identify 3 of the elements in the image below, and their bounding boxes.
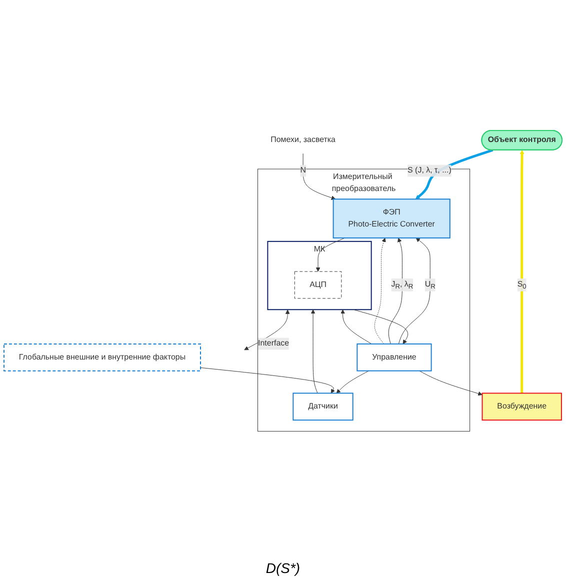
arrow: [520, 150, 524, 394]
arrow: [336, 370, 370, 394]
signal-label: D(S*): [266, 560, 300, 576]
